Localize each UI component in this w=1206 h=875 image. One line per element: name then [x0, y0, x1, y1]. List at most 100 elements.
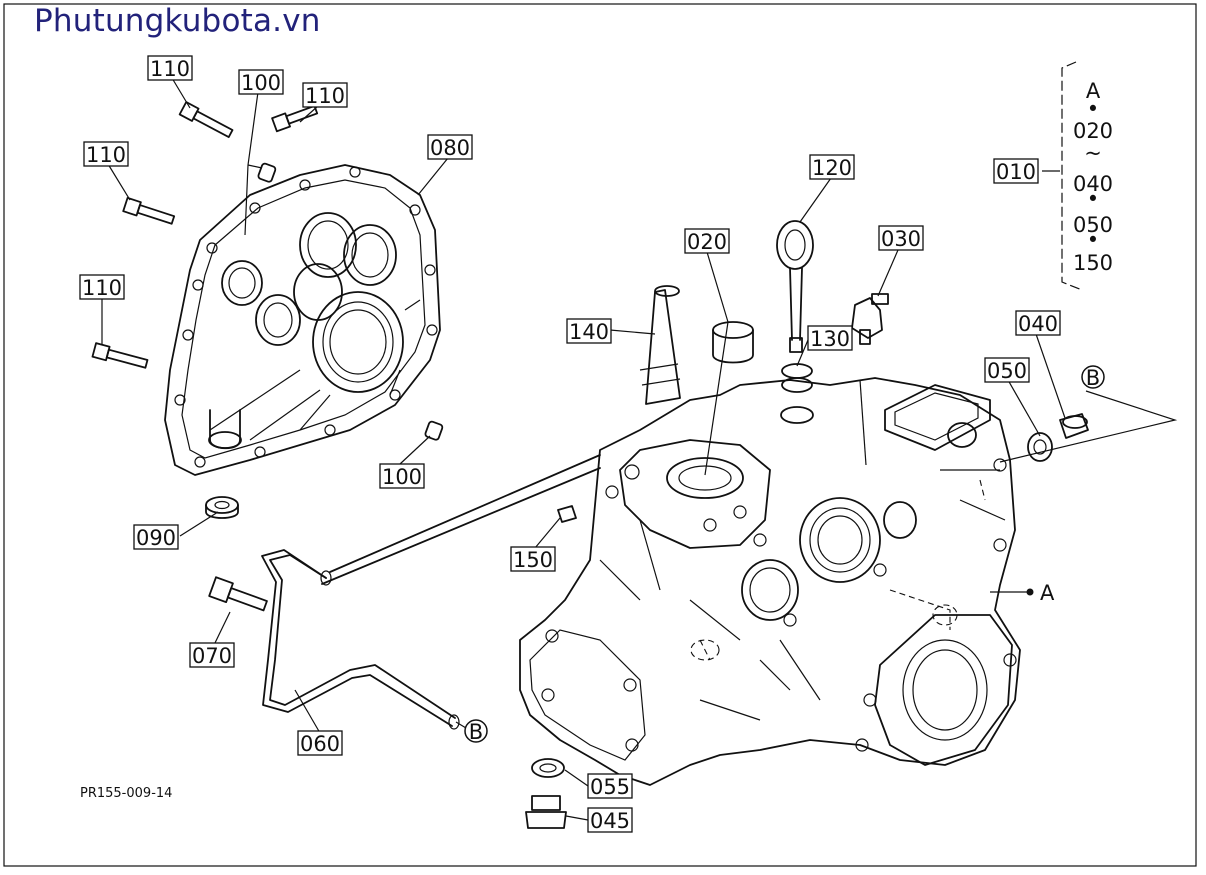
callout-c100b: 100 [379, 463, 425, 489]
callout-label: 020 [687, 230, 727, 254]
callout-label: 090 [136, 526, 176, 550]
callout-c130: 130 [807, 325, 853, 351]
callout-label: 045 [590, 809, 630, 833]
dipstick-120 [776, 220, 814, 353]
legend-item: 050 [1073, 213, 1113, 237]
collar-020 [712, 321, 754, 364]
callout-label: 040 [1018, 312, 1058, 336]
callout-c055: 055 [587, 773, 633, 799]
callout-box [238, 69, 284, 95]
drawing-code: PR155-009-14 [80, 786, 173, 801]
callout-label: 080 [430, 136, 470, 160]
callout-c100a: 100 [238, 69, 284, 95]
marker-b-bottom-label: B [469, 720, 483, 744]
plug-150 [557, 505, 577, 523]
callout-c060: 060 [297, 730, 343, 756]
bolts-110 [91, 101, 319, 369]
callout-c120: 120 [809, 154, 855, 180]
marker-b-top: B [1081, 365, 1105, 390]
callout-c045: 045 [587, 807, 633, 833]
callout-box [684, 228, 730, 254]
callout-box [807, 325, 853, 351]
legend-item: ~ [1084, 141, 1102, 165]
washer-055 [531, 758, 565, 778]
bolt-070 [208, 576, 268, 612]
legend-item: A [1086, 79, 1101, 103]
callout-box [147, 55, 193, 81]
callout-box [379, 463, 425, 489]
callout-c040: 040 [1015, 310, 1061, 336]
assembly-legend: A•020~040•050•150 [1073, 79, 1113, 275]
callout-box [133, 524, 179, 550]
site-title: Phutungkubota.vn [34, 3, 321, 39]
callout-c110d: 110 [79, 274, 125, 300]
washer-090 [205, 496, 239, 519]
callout-label: 110 [82, 276, 122, 300]
callout-box [566, 318, 612, 344]
drawing-border [3, 3, 1197, 867]
callout-box [587, 807, 633, 833]
callout-box [83, 141, 129, 167]
legend-item: 150 [1073, 251, 1113, 275]
legend-item: 020 [1073, 119, 1113, 143]
callout-box [587, 773, 633, 799]
callout-box [427, 134, 473, 160]
callout-box [189, 642, 235, 668]
drain-plug-045 [525, 795, 567, 829]
callout-box [993, 158, 1039, 184]
front-cover-drawing [164, 164, 441, 476]
callout-c110c: 110 [83, 141, 129, 167]
elbow-fitting-030 [851, 293, 889, 345]
callout-label: 130 [810, 327, 850, 351]
callout-box [302, 82, 348, 108]
callout-c020: 020 [684, 228, 730, 254]
marker-b-bottom: B [455, 719, 488, 744]
callout-c070: 070 [189, 642, 235, 668]
legend-item: • [1087, 97, 1099, 121]
callout-c150: 150 [510, 546, 556, 572]
callout-c110a: 110 [147, 55, 193, 81]
callout-c030: 030 [878, 225, 924, 251]
callout-label: 010 [996, 160, 1036, 184]
leader-lines [101, 77, 1178, 821]
callout-c110b: 110 [302, 82, 348, 108]
callout-box [297, 730, 343, 756]
callout-c050: 050 [984, 357, 1030, 383]
callout-box [1015, 310, 1061, 336]
callout-label: 110 [150, 57, 190, 81]
callout-c140: 140 [566, 318, 612, 344]
callout-label: 060 [300, 732, 340, 756]
legend-item: 040 [1073, 172, 1113, 196]
callout-label: 100 [241, 71, 281, 95]
callout-c010: 010 [993, 158, 1039, 184]
legend-item: • [1087, 187, 1099, 211]
callout-box [984, 357, 1030, 383]
callout-c080: 080 [427, 134, 473, 160]
callout-box [809, 154, 855, 180]
callout-label: 070 [192, 644, 232, 668]
plug-040 [1059, 413, 1089, 439]
callout-label: 055 [590, 775, 630, 799]
legend-bracket [1061, 61, 1083, 291]
callout-label: 120 [812, 156, 852, 180]
legend-item: • [1087, 228, 1099, 252]
callout-label: 140 [569, 320, 609, 344]
callout-c090: 090 [133, 524, 179, 550]
callout-tags: 110 100 110 080 110 110 100 090 070 060 120 020 030 1… [79, 55, 1061, 833]
breather-pipe-140 [639, 285, 681, 405]
dowel-pins-100 [257, 162, 444, 441]
callout-box [878, 225, 924, 251]
marker-a-label: A [1040, 581, 1055, 605]
oil-pipe-060 [261, 454, 601, 730]
callout-box [510, 546, 556, 572]
o-ring-130 [780, 363, 814, 424]
callout-label: 100 [382, 465, 422, 489]
transmission-case-drawing [519, 377, 1021, 786]
callout-label: 030 [881, 227, 921, 251]
callout-label: 110 [86, 143, 126, 167]
callout-label: 110 [305, 84, 345, 108]
marker-b-top-label: B [1086, 366, 1100, 390]
marker-a: A [1026, 581, 1055, 605]
